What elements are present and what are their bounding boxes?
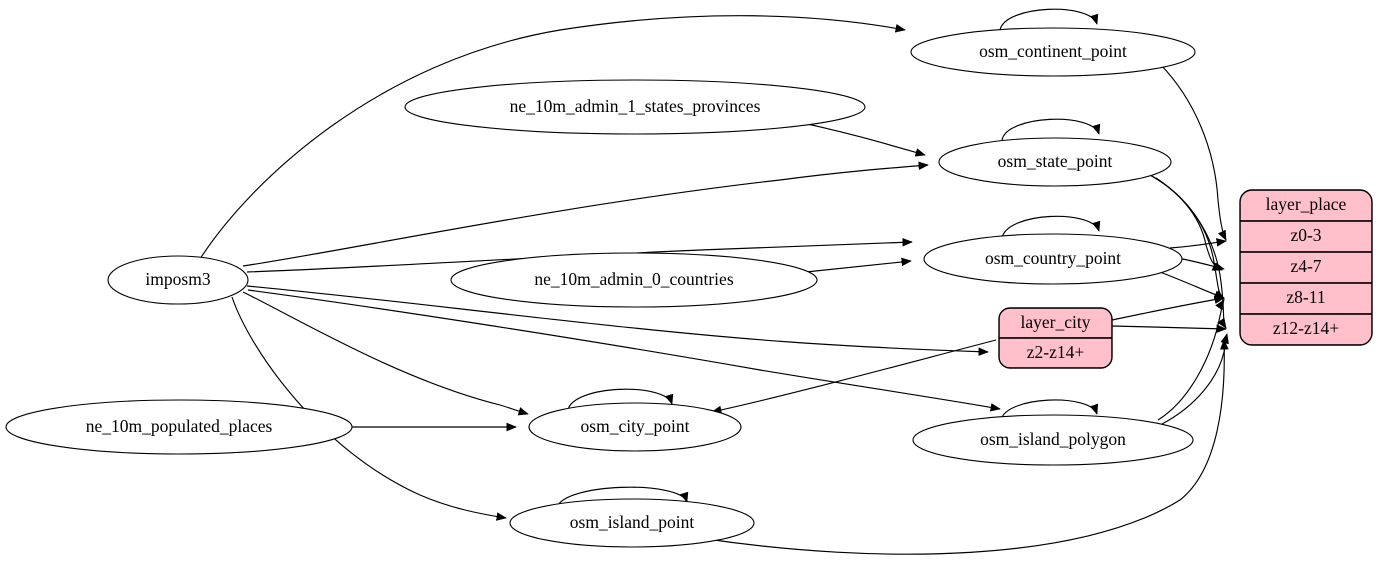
node-osm_country_point-label: osm_country_point — [985, 248, 1121, 268]
node-ne_10m_admin_0_countries[interactable]: ne_10m_admin_0_countries — [450, 252, 818, 308]
edge-osm_state_point-to-layer_place-z12 — [1155, 177, 1227, 329]
node-osm_continent_point-label: osm_continent_point — [979, 41, 1127, 61]
edge-ne_10m_admin_0_countries-to-osm_country_point — [805, 257, 912, 273]
edge-osm_island_polygon-self-loop — [1000, 399, 1099, 421]
node-ne_10m_populated_places[interactable]: ne_10m_populated_places — [5, 399, 353, 455]
node-osm_city_point[interactable]: osm_city_point — [528, 402, 742, 452]
node-imposm3[interactable]: imposm3 — [107, 255, 249, 305]
edge-osm_country_point-to-layer_place-z0-3 — [1169, 238, 1227, 249]
node-osm_island_point[interactable]: osm_island_point — [509, 498, 755, 548]
node-osm_state_point-label: osm_state_point — [998, 151, 1113, 171]
edge-ne_10m_admin_1_states_provinces-to-osm_state_point — [797, 121, 926, 157]
record-layer_place-row-z12-z14[interactable]: z12-z14+ — [1273, 318, 1339, 338]
edges-layer — [197, 8, 1229, 555]
node-imposm3-label: imposm3 — [145, 269, 210, 289]
record-layer_place-title: layer_place — [1266, 194, 1347, 214]
edge-osm_country_point-to-layer_place-z8-11 — [1159, 271, 1225, 299]
edge-imposm3-to-osm_island_point — [231, 296, 507, 521]
record-layer_city-title: layer_city — [1021, 312, 1091, 332]
nodes-layer: imposm3 ne_10m_populated_places ne_10m_a… — [5, 27, 1373, 548]
edge-osm_country_point-self-loop — [1001, 215, 1101, 239]
record-node-layer_place[interactable]: layer_place z0-3 z4-7 z8-11 z12-z14+ — [1239, 189, 1373, 346]
record-layer_city-row-z2[interactable]: z2-z14+ — [1027, 342, 1085, 362]
record-node-layer_city[interactable]: layer_city z2-z14+ — [998, 307, 1113, 369]
edge-osm_island_point-self-loop — [556, 486, 689, 509]
edge-imposm3-to-osm_state_point — [242, 161, 929, 267]
node-osm_island_polygon-label: osm_island_polygon — [980, 429, 1126, 449]
record-layer_place-row-z4-7[interactable]: z4-7 — [1290, 256, 1321, 276]
edge-osm_continent_point-to-layer_place-z0-3 — [1159, 63, 1227, 241]
edge-osm_continent_point-self-loop — [999, 8, 1099, 31]
node-ne_10m_populated_places-label: ne_10m_populated_places — [86, 416, 273, 436]
edge-osm_country_point-to-layer_place-z4-7 — [1177, 257, 1225, 271]
node-ne_10m_admin_1_states_provinces-label: ne_10m_admin_1_states_provinces — [510, 96, 761, 116]
edge-imposm3-to-osm_city_point — [242, 291, 529, 416]
edge-osm_city_point-self-loop — [567, 388, 674, 411]
edge-osm_state_point-to-layer_place-z8-11 — [1151, 175, 1225, 300]
edge-layer_city-to-layer_place-z12 — [1111, 324, 1227, 333]
edge-osm_island_point-to-layer_place-z12 — [699, 339, 1229, 555]
node-osm_country_point[interactable]: osm_country_point — [923, 233, 1183, 285]
edge-osm_island_polygon-to-layer_place-z8-11 — [1157, 299, 1225, 421]
edge-layer_city-to-layer_place-z8-11 — [1111, 295, 1225, 321]
node-osm_island_point-label: osm_island_point — [570, 512, 695, 532]
node-osm_city_point-label: osm_city_point — [581, 416, 690, 436]
edge-imposm3-to-layer_city-z2 — [246, 285, 989, 356]
record-layer_place-row-z8-11[interactable]: z8-11 — [1286, 287, 1325, 307]
node-ne_10m_admin_1_states_provinces[interactable]: ne_10m_admin_1_states_provinces — [404, 79, 866, 135]
node-osm_island_polygon[interactable]: osm_island_polygon — [912, 414, 1194, 466]
edge-osm_state_point-self-loop — [1001, 118, 1101, 141]
edge-imposm3-to-osm_continent_point — [197, 15, 906, 263]
node-osm_continent_point[interactable]: osm_continent_point — [910, 27, 1196, 77]
edge-osm_island_polygon-to-layer_place-z12 — [1161, 333, 1229, 425]
edge-imposm3-to-osm_island_polygon — [247, 289, 1001, 412]
node-osm_state_point[interactable]: osm_state_point — [938, 137, 1172, 187]
node-ne_10m_admin_0_countries-label: ne_10m_admin_0_countries — [534, 269, 733, 289]
record-layer_place-row-z0-3[interactable]: z0-3 — [1290, 225, 1321, 245]
edge-layer_city-to-osm_city_point — [711, 339, 997, 415]
